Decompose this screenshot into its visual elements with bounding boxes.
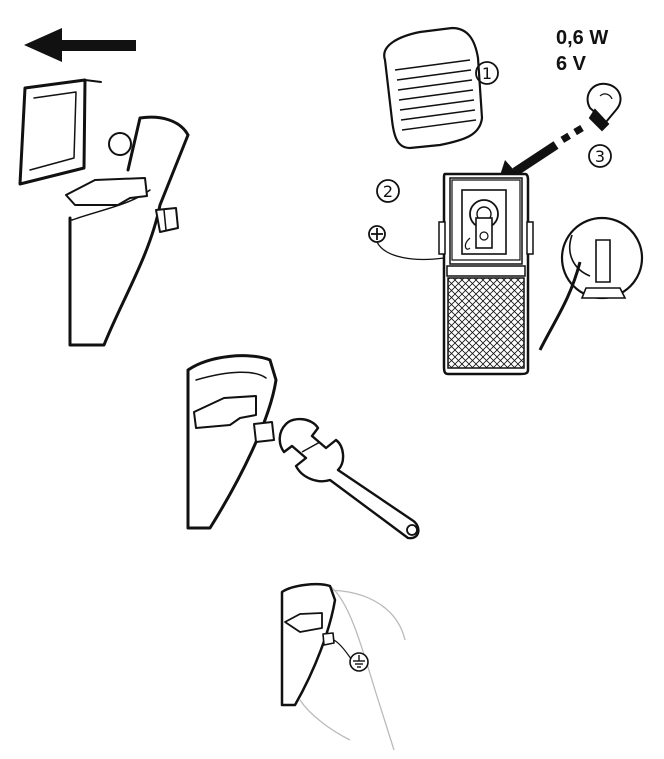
plus-terminal-icon xyxy=(368,225,386,243)
lamp-removal-illustration xyxy=(18,78,190,347)
mounted-lamp-illustration xyxy=(280,583,406,751)
lens-cover-icon xyxy=(383,26,484,150)
svg-text:2: 2 xyxy=(383,182,393,201)
ground-icon xyxy=(349,652,369,672)
svg-text:1: 1 xyxy=(482,64,492,83)
svg-text:3: 3 xyxy=(595,147,605,166)
power-wire xyxy=(376,241,445,261)
step-1-marker: 1 xyxy=(475,61,499,85)
cable-detail xyxy=(538,216,644,351)
step-2-marker: 2 xyxy=(376,179,400,203)
bulb-icon xyxy=(586,82,622,132)
step-3-marker: 3 xyxy=(588,144,612,168)
lamp-housing xyxy=(438,172,534,376)
bracket-wrench-illustration xyxy=(186,354,278,530)
voltage-rating: 6 V xyxy=(556,53,587,75)
arrow-left-icon xyxy=(24,28,136,62)
power-rating: 0,6 W xyxy=(556,27,608,49)
wrench-icon xyxy=(278,417,420,540)
